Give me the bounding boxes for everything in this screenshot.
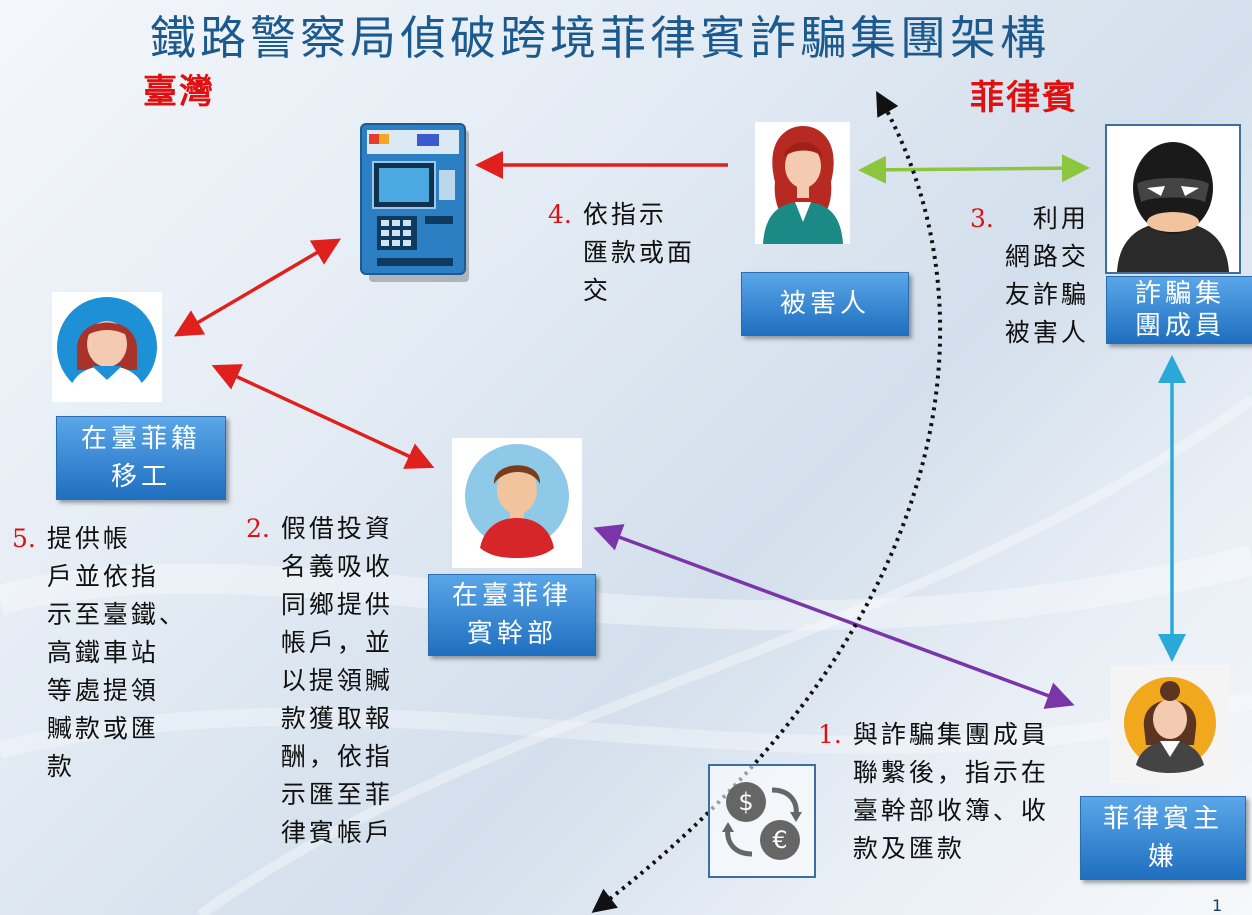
page-number: 1 xyxy=(1212,896,1223,915)
region-label-philippines: 菲律賓 xyxy=(970,78,1078,118)
atm-icon xyxy=(355,120,475,285)
arrow-atm-worker xyxy=(173,238,342,337)
svg-text:€: € xyxy=(772,826,787,854)
note-3: 3. 利用 網路交 友詐騙 被害人 xyxy=(970,204,1089,347)
box-migrant-worker: 在臺菲籍 移工 xyxy=(56,416,226,500)
svg-text:$: $ xyxy=(738,788,753,816)
box-mastermind: 菲律賓主 嫌 xyxy=(1080,796,1246,880)
victim-woman-icon xyxy=(755,122,850,244)
currency-exchange-icon: $ € xyxy=(708,764,816,878)
note-5: 5. 提供帳 戶並依指 示至臺鐵、 高鐵車站 等處提領 贓款或匯 款 xyxy=(12,524,187,781)
box-cadre: 在臺菲律 賓幹部 xyxy=(428,574,596,656)
worker-woman-icon xyxy=(52,292,162,402)
note-4: 4. 依指示 匯款或面 交 xyxy=(548,200,695,305)
page-title: 鐵路警察局偵破跨境菲律賓詐騙集團架構 xyxy=(150,11,1050,65)
note-1: 1. 與詐騙集團成員 聯繫後，指示在 臺幹部收簿、收 款及匯款 xyxy=(818,720,1049,863)
mastermind-woman-icon xyxy=(1110,665,1230,783)
region-label-taiwan: 臺灣 xyxy=(143,72,215,112)
box-victim: 被害人 xyxy=(741,272,909,336)
arrow-victim-scammer xyxy=(858,154,1090,184)
box-scam-member: 詐騙集 團成員 xyxy=(1106,276,1252,344)
scammer-icon xyxy=(1105,124,1241,274)
arrow-worker-cadre xyxy=(211,364,435,469)
cadre-man-icon xyxy=(452,438,582,568)
note-2: 2. 假借投資 名義吸收 同鄉提供 帳戶，並 以提領贓 款獲取報 酬，依指 示匯… xyxy=(246,514,393,847)
